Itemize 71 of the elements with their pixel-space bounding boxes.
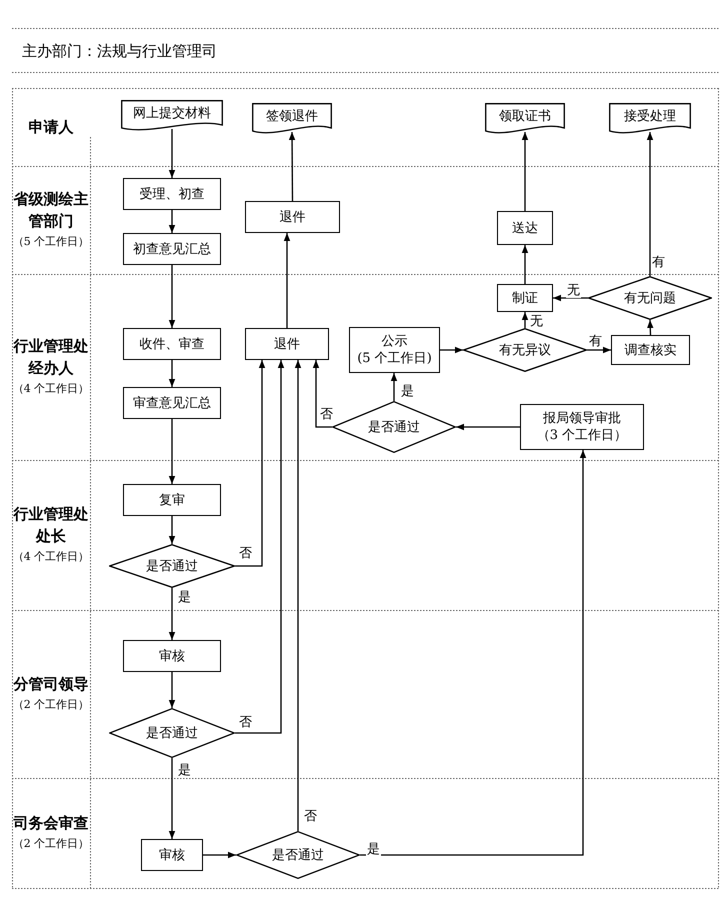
arrow xyxy=(235,360,266,567)
edge-label: 是 xyxy=(177,763,192,778)
process-box: 送达 xyxy=(497,211,553,245)
process-box: 退件 xyxy=(245,328,329,360)
lane-duration: （4 个工作日） xyxy=(12,549,90,565)
arrow xyxy=(168,129,176,178)
arrow xyxy=(522,312,528,328)
process-box: 收件、审查 xyxy=(123,328,221,360)
arrow xyxy=(456,424,520,430)
edge-label: 否 xyxy=(319,407,334,422)
arrow xyxy=(168,516,176,544)
arrow xyxy=(235,360,284,734)
arrow xyxy=(168,210,176,233)
arrow xyxy=(587,346,611,354)
arrow xyxy=(646,132,654,276)
decision-diamond: 是否通过 xyxy=(109,708,235,758)
process-box: 审核 xyxy=(123,640,221,672)
arrow xyxy=(522,245,528,284)
decision-diamond: 是否通过 xyxy=(332,401,456,453)
process-box: 制证 xyxy=(497,284,553,312)
lane-title: 分管司领导 xyxy=(14,674,88,695)
lane-title: 申请人 xyxy=(28,117,74,138)
title: 主办部门：法规与行业管理司 xyxy=(22,41,217,61)
arrow xyxy=(168,672,176,708)
arrow xyxy=(522,132,528,211)
arrow xyxy=(440,346,463,354)
edge-label: 是 xyxy=(177,590,192,605)
lane-title: 行业管理处经办人 xyxy=(12,336,90,379)
process-box: 退件 xyxy=(245,201,340,233)
decision-diamond: 是否通过 xyxy=(236,831,360,879)
arrow xyxy=(168,360,176,387)
arrow xyxy=(360,450,586,856)
decision-diamond: 是否通过 xyxy=(109,544,235,588)
process-box: 调查核实 xyxy=(611,335,690,365)
arrow xyxy=(284,233,290,328)
edge-label: 无 xyxy=(566,283,581,298)
edge-label: 有 xyxy=(588,334,603,349)
arrow xyxy=(168,588,176,640)
arrow xyxy=(553,294,588,302)
arrow xyxy=(168,265,176,328)
decision-diamond: 有无异议 xyxy=(463,328,587,372)
process-box: 报局领导审批 （3 个工作日） xyxy=(520,404,644,450)
arrow xyxy=(168,419,176,484)
lane-duration: （4 个工作日） xyxy=(12,381,90,397)
lane-title: 行业管理处处长 xyxy=(12,504,90,547)
process-box: 审核 xyxy=(141,839,203,871)
arrow xyxy=(312,360,332,428)
arrow xyxy=(168,758,176,839)
lane-duration: （2 个工作日） xyxy=(12,697,90,713)
lane-title: 司务会审查 xyxy=(14,813,88,834)
edge-label: 有 xyxy=(651,255,666,270)
lane-duration: （2 个工作日） xyxy=(12,836,90,852)
process-box: 初查意见汇总 xyxy=(123,233,221,265)
arrow xyxy=(294,360,302,831)
edge-label: 否 xyxy=(303,809,318,824)
arrow xyxy=(203,852,236,858)
arrow xyxy=(288,132,296,201)
lane-title: 省级测绘主管部门 xyxy=(12,189,90,232)
edge-label: 否 xyxy=(238,546,253,561)
edge-label: 无 xyxy=(529,314,544,329)
process-box: 公示 (5 个工作日) xyxy=(349,327,440,373)
edge-label: 是 xyxy=(366,842,381,857)
process-box: 复审 xyxy=(123,484,221,516)
lane-duration: （5 个工作日） xyxy=(12,234,90,250)
edge-label: 否 xyxy=(238,715,253,730)
process-box: 受理、初查 xyxy=(123,178,221,210)
decision-diamond: 有无问题 xyxy=(588,276,712,320)
process-box: 审查意见汇总 xyxy=(123,387,221,419)
edge-label: 是 xyxy=(400,384,415,399)
arrow xyxy=(647,320,654,336)
arrow xyxy=(390,373,398,401)
